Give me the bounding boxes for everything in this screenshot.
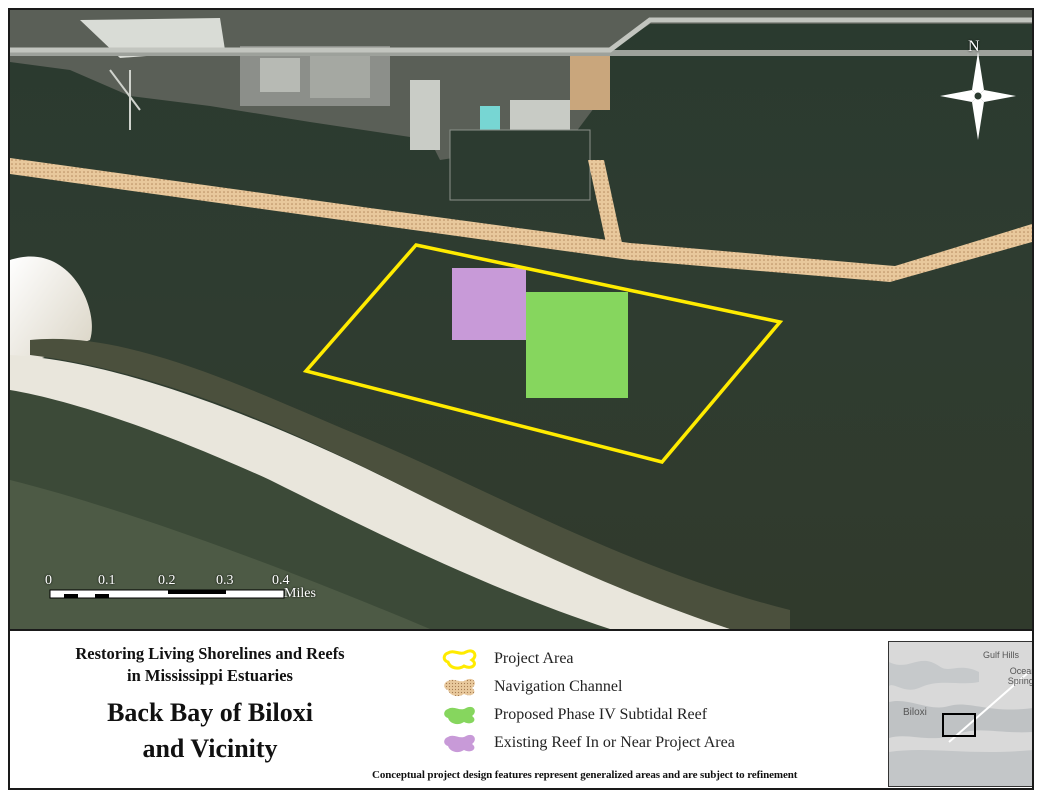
legend-item-project-area: Project Area <box>442 647 574 671</box>
map-title: Restoring Living Shorelines and Reefs in… <box>26 643 394 687</box>
north-shore-land <box>10 10 1032 201</box>
yellow-outline-blob-icon <box>442 649 477 670</box>
legend-label: Navigation Channel <box>494 678 623 695</box>
scale-tick-label: 0.4 <box>272 573 290 588</box>
map-subtitle-line: Back Bay of Biloxi <box>107 698 313 727</box>
project-area-outline <box>302 243 784 464</box>
legend-label: Existing Reef In or Near Project Area <box>494 734 735 751</box>
purple-blob-icon <box>444 734 475 753</box>
north-arrow-icon <box>940 52 1016 140</box>
scale-tick-label: 0.1 <box>98 573 116 588</box>
legend-item-navigation-channel: Navigation Channel <box>442 675 622 699</box>
aerial-map[interactable]: N 0 0.1 0.2 0.3 0.4 Miles <box>10 10 1032 629</box>
inset-map-graphic <box>889 642 1032 786</box>
proposed-reef <box>526 292 628 398</box>
legend-label: Proposed Phase IV Subtidal Reef <box>494 706 708 723</box>
scale-tick-label: 0.2 <box>158 573 176 588</box>
map-subtitle: Back Bay of Biloxi and Vicinity <box>26 695 394 767</box>
map-title-line: Restoring Living Shorelines and Reefs <box>75 644 345 663</box>
inset-label: Ocean Springs <box>1007 666 1032 686</box>
scale-bar <box>49 589 285 599</box>
existing-reef <box>452 268 526 340</box>
legend-panel: Restoring Living Shorelines and Reefs in… <box>10 631 1032 788</box>
scale-tick-label: 0.3 <box>216 573 234 588</box>
map-frame: N 0 0.1 0.2 0.3 0.4 Miles Restoring Livi… <box>8 8 1034 790</box>
legend-item-proposed-reef: Proposed Phase IV Subtidal Reef <box>442 703 707 727</box>
map-subtitle-line: and Vicinity <box>142 734 278 763</box>
navigation-channel <box>10 158 1032 282</box>
green-blob-icon <box>444 706 475 725</box>
tan-dotted-blob-icon <box>444 678 475 697</box>
disclaimer-note: Conceptual project design features repre… <box>372 769 798 781</box>
legend-item-existing-reef: Existing Reef In or Near Project Area <box>442 731 735 755</box>
panel-divider <box>10 629 1032 631</box>
inset-label: Gulf Hills <box>982 650 1019 660</box>
north-label: N <box>968 38 980 55</box>
inset-locator-map[interactable]: Gulf Hills Ocean Springs Biloxi <box>888 641 1032 787</box>
legend-label: Project Area <box>494 650 574 667</box>
scale-tick-label: 0 <box>45 573 52 588</box>
inset-label: Biloxi <box>903 707 927 718</box>
scale-unit-label: Miles <box>284 586 316 601</box>
map-title-line: in Mississippi Estuaries <box>127 666 293 685</box>
